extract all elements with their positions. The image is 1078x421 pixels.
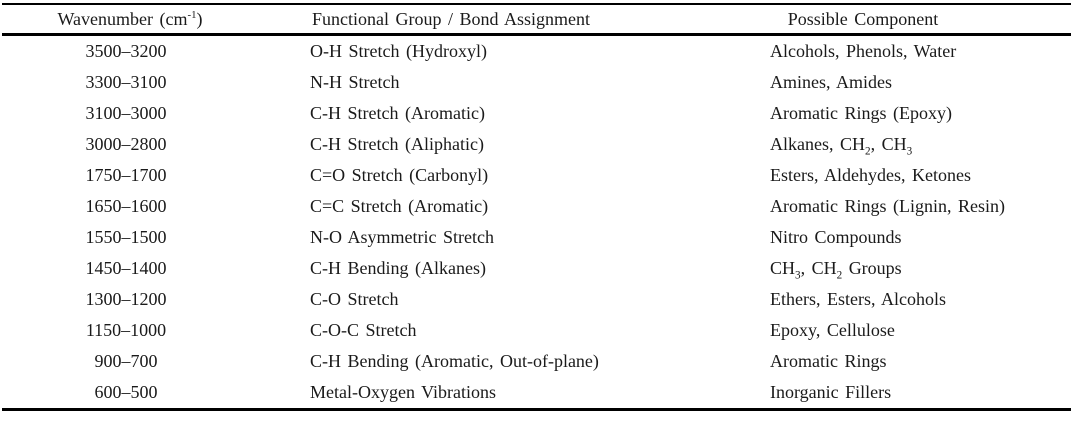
assignment-cell: Metal-Oxygen Vibrations <box>258 377 742 411</box>
component-cell: Esters, Aldehydes, Ketones <box>770 165 971 185</box>
table-row: 900–700 C-H Bending (Aromatic, Out-of-pl… <box>2 346 1071 377</box>
wavenumber-cell: 900–700 <box>94 351 158 371</box>
assignment-cell: N-O Asymmetric Stretch <box>310 227 494 247</box>
assignment-cell: O-H Stretch (Hydroxyl) <box>310 41 487 61</box>
wavenumber-cell: 1450–1400 <box>85 258 167 278</box>
component-cell: Alkanes, CH2, CH3 <box>770 134 913 158</box>
ftir-assignment-table: Wavenumber (cm-1) Functional Group / Bon… <box>2 3 1071 411</box>
table-row: 3300–3100 N-H Stretch Amines, Amides <box>2 67 1071 98</box>
component-cell: Aromatic Rings <box>770 351 887 371</box>
assignment-cell: C-O-C Stretch <box>310 320 417 340</box>
component-cell: Alcohols, Phenols, Water <box>770 41 957 61</box>
assignment-cell: C-H Stretch (Aromatic) <box>310 103 485 123</box>
table-row: 1550–1500 N-O Asymmetric Stretch Nitro C… <box>2 222 1071 253</box>
table-row: 3100–3000 C-H Stretch (Aromatic) Aromati… <box>2 98 1071 129</box>
assignment-cell: N-H Stretch <box>310 72 400 92</box>
wavenumber-cell: 1550–1500 <box>85 227 167 247</box>
component-cell: Amines, Amides <box>770 72 892 92</box>
table-body: 3500–3200 O-H Stretch (Hydroxyl) Alcohol… <box>2 35 1071 411</box>
component-cell: Inorganic Fillers <box>742 377 1071 411</box>
wavenumber-cell: 1750–1700 <box>85 165 167 185</box>
wavenumber-cell: 3100–3000 <box>85 103 167 123</box>
table-row: 1300–1200 C-O Stretch Ethers, Esters, Al… <box>2 284 1071 315</box>
wavenumber-cell: 1150–1000 <box>85 320 167 340</box>
wavenumber-cell: 3500–3200 <box>85 41 167 61</box>
wavenumber-cell: 1650–1600 <box>85 196 167 216</box>
header-row: Wavenumber (cm-1) Functional Group / Bon… <box>2 3 1071 36</box>
wavenumber-cell: 3000–2800 <box>85 134 167 154</box>
column-header-assignment: Functional Group / Bond Assignment <box>258 3 742 36</box>
component-cell: Nitro Compounds <box>770 227 902 247</box>
column-header-component: Possible Component <box>742 3 1071 36</box>
column-header-wavenumber: Wavenumber (cm-1) <box>2 3 258 36</box>
assignment-cell: C-H Bending (Aromatic, Out-of-plane) <box>310 351 599 371</box>
assignment-cell: C-H Stretch (Aliphatic) <box>310 134 484 154</box>
table-row: 3500–3200 O-H Stretch (Hydroxyl) Alcohol… <box>2 35 1071 68</box>
assignment-cell: C=C Stretch (Aromatic) <box>310 196 489 216</box>
wavenumber-cell: 600–500 <box>2 377 258 411</box>
table-row: 1450–1400 C-H Bending (Alkanes) CH3, CH2… <box>2 253 1071 284</box>
assignment-cell: C=O Stretch (Carbonyl) <box>310 165 489 185</box>
component-cell: CH3, CH2 Groups <box>770 258 902 282</box>
component-cell: Aromatic Rings (Epoxy) <box>770 103 952 123</box>
component-cell: Ethers, Esters, Alcohols <box>770 289 946 309</box>
component-cell: Epoxy, Cellulose <box>770 320 895 340</box>
component-cell: Aromatic Rings (Lignin, Resin) <box>770 196 1005 216</box>
assignment-cell: C-H Bending (Alkanes) <box>310 258 486 278</box>
wavenumber-cell: 3300–3100 <box>85 72 167 92</box>
table-row: 3000–2800 C-H Stretch (Aliphatic) Alkane… <box>2 129 1071 160</box>
assignment-cell: C-O Stretch <box>310 289 399 309</box>
table-row: 600–500 Metal-Oxygen Vibrations Inorgani… <box>2 377 1071 411</box>
table-header: Wavenumber (cm-1) Functional Group / Bon… <box>2 3 1071 36</box>
table-row: 1150–1000 C-O-C Stretch Epoxy, Cellulose <box>2 315 1071 346</box>
table-row: 1650–1600 C=C Stretch (Aromatic) Aromati… <box>2 191 1071 222</box>
wavenumber-cell: 1300–1200 <box>85 289 167 309</box>
table-row: 1750–1700 C=O Stretch (Carbonyl) Esters,… <box>2 160 1071 191</box>
